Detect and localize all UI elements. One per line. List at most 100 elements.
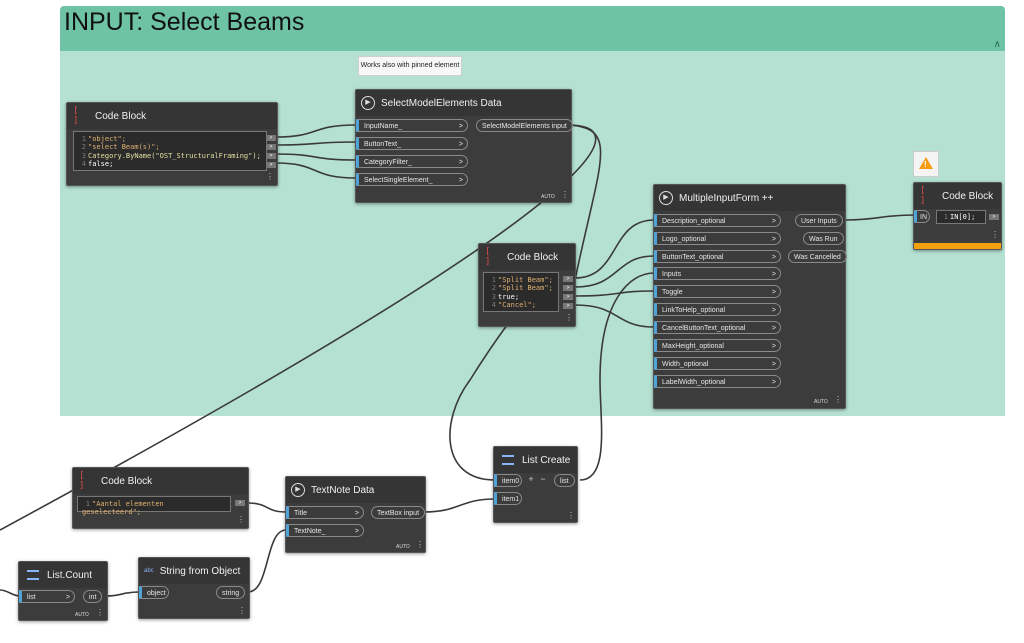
output-port-textbox[interactable]: TextBox input (371, 506, 426, 519)
output-port-user-inputs[interactable]: User Inputs (795, 214, 843, 227)
list-create-icon (502, 455, 514, 465)
python-node-icon: ▶ (361, 96, 375, 110)
output-port[interactable]: > (266, 153, 276, 159)
output-port[interactable]: > (563, 285, 573, 291)
menu-dots-icon[interactable]: ⋮ (834, 395, 842, 404)
string-object-icon: abc (144, 568, 154, 574)
input-port-item0[interactable]: item0 (494, 474, 522, 487)
output-port-int[interactable]: int (83, 590, 103, 603)
menu-dots-icon[interactable]: ⋮ (238, 606, 246, 615)
code-editor[interactable]: 1"Aantal elementen geselecteerd"; (77, 496, 231, 516)
warning-icon (919, 157, 933, 169)
node-title: String from Object (159, 565, 241, 577)
output-port[interactable]: > (989, 214, 999, 220)
input-port-logo[interactable]: Logo_optional> (654, 232, 781, 245)
select-model-elements-node[interactable]: ▶ SelectModelElements Data InputName_> B… (355, 89, 573, 203)
output-port-selectmodelelements[interactable]: SelectModelElements input (476, 119, 573, 132)
node-title: Code Block (507, 251, 559, 263)
input-port-object[interactable]: object (139, 586, 169, 599)
input-port-toggle[interactable]: Toggle> (654, 285, 781, 298)
input-port-selectsingleelement[interactable]: SelectSingleElement_> (356, 173, 468, 186)
list-count-node[interactable]: List.Count list> int AUTO ⋮ (18, 561, 108, 621)
lacing-label: AUTO (75, 612, 89, 618)
output-port[interactable]: > (266, 144, 276, 150)
input-port-categoryfilter[interactable]: CategoryFilter_> (356, 155, 468, 168)
input-port-cancelbuttontext[interactable]: CancelButtonText_optional> (654, 321, 781, 334)
warning-badge[interactable]: ! (913, 151, 939, 177)
add-input-button[interactable]: + (528, 474, 534, 484)
code-line: "Cancel"; (498, 301, 536, 310)
tooltip-note: Works also with pinned element (358, 56, 462, 76)
output-port-was-cancelled[interactable]: Was Cancelled (788, 250, 847, 263)
node-title: MultipleInputForm ++ (679, 192, 774, 204)
list-create-node[interactable]: List Create item0 item1 + − list ⋮ (493, 446, 578, 523)
code-line: "select Beam(s)"; (88, 143, 160, 152)
input-port-textnote[interactable]: TextNote_> (286, 524, 364, 537)
code-line: Category.ByName("OST_StructuralFraming")… (88, 151, 261, 160)
node-title: Code Block (95, 110, 147, 122)
menu-dots-icon[interactable]: ⋮ (416, 540, 424, 549)
input-port-buttontext[interactable]: ButtonText_> (356, 137, 468, 150)
menu-dots-icon[interactable]: ⋮ (567, 511, 575, 520)
node-title: Code Block (942, 190, 994, 202)
python-node-icon: ▶ (659, 191, 673, 205)
menu-dots-icon[interactable]: ⋮ (561, 190, 569, 199)
chevron-up-icon[interactable]: ∧ (993, 39, 1001, 50)
menu-dots-icon[interactable]: ⋮ (266, 172, 274, 181)
code-line: "Aantal elementen geselecteerd"; (82, 500, 164, 517)
code-line: true; (498, 292, 520, 301)
input-port-inputname[interactable]: InputName_> (356, 119, 468, 132)
string-from-object-node[interactable]: abc String from Object object string ⋮ (138, 557, 250, 619)
code-block-icon: [ ] (73, 106, 79, 126)
output-port[interactable]: > (563, 276, 573, 282)
input-port-list[interactable]: list> (19, 590, 75, 603)
textnote-data-node[interactable]: ▶ TextNote Data Title> TextNote_> TextBo… (285, 476, 426, 553)
menu-dots-icon[interactable]: ⋮ (991, 230, 999, 239)
output-port-string[interactable]: string (216, 586, 246, 599)
output-port-list[interactable]: list (554, 474, 575, 487)
code-block-node-2[interactable]: [ ] Code Block 1"Split Beam"; 2"Split Be… (478, 243, 576, 327)
menu-dots-icon[interactable]: ⋮ (96, 608, 104, 617)
python-node-icon: ▶ (291, 483, 305, 497)
output-port[interactable]: > (563, 303, 573, 309)
lacing-label: AUTO (396, 544, 410, 550)
code-block-icon: [ ] (920, 186, 926, 206)
menu-dots-icon[interactable]: ⋮ (565, 313, 573, 322)
multiple-input-form-node[interactable]: ▶ MultipleInputForm ++ Description_optio… (653, 184, 847, 409)
list-count-icon (27, 570, 39, 580)
input-port-inputs[interactable]: Inputs> (654, 267, 781, 280)
warning-status-bar (914, 243, 1001, 249)
remove-input-button[interactable]: − (540, 474, 546, 484)
input-port-maxheight[interactable]: MaxHeight_optional> (654, 339, 781, 352)
group-title: INPUT: Select Beams (64, 8, 305, 36)
node-title: TextNote Data (311, 484, 375, 496)
output-port[interactable]: > (563, 294, 573, 300)
group-header[interactable]: INPUT: Select Beams ∧ (60, 6, 1005, 51)
code-block-icon: [ ] (79, 471, 85, 491)
menu-dots-icon[interactable]: ⋮ (237, 515, 245, 524)
input-port-buttontext[interactable]: ButtonText_optional> (654, 250, 781, 263)
input-port-width[interactable]: Width_optional> (654, 357, 781, 370)
code-block-icon: [ ] (485, 247, 491, 267)
input-port-item1[interactable]: item1 (494, 492, 522, 505)
code-line: "object"; (88, 135, 126, 143)
node-title: Code Block (101, 475, 153, 487)
input-port-in[interactable]: IN (914, 210, 930, 223)
code-block-node-1[interactable]: [ ] Code Block 1"object"; 2"select Beam(… (66, 102, 278, 186)
output-port[interactable]: > (235, 500, 245, 506)
output-port-was-run[interactable]: Was Run (803, 232, 844, 245)
input-port-labelwidth[interactable]: LabelWidth_optional> (654, 375, 781, 388)
node-title: List.Count (47, 569, 93, 581)
output-port[interactable]: > (266, 162, 276, 168)
input-port-linktohelp[interactable]: LinkToHelp_optional> (654, 303, 781, 316)
code-block-node-4[interactable]: [ ] Code Block 1"Aantal elementen gesele… (72, 467, 249, 529)
output-port[interactable]: > (266, 135, 276, 141)
input-port-title[interactable]: Title> (286, 506, 364, 519)
node-title: List Create (522, 454, 571, 466)
input-port-description[interactable]: Description_optional> (654, 214, 781, 227)
code-line: false; (88, 160, 114, 169)
